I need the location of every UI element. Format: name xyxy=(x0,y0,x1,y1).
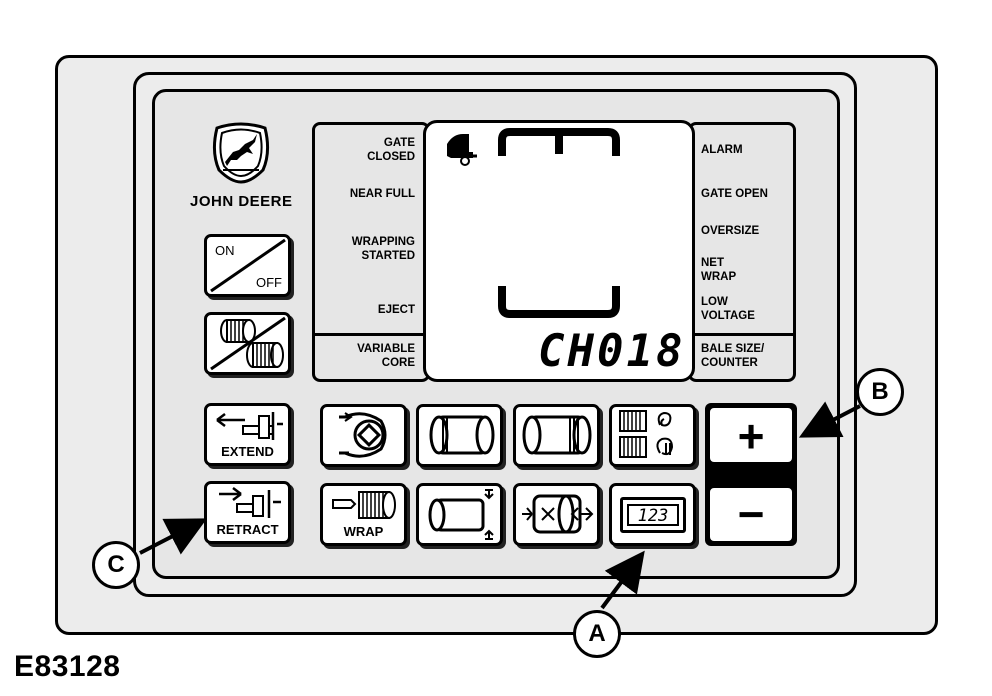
extend-button[interactable]: EXTEND xyxy=(204,403,291,466)
callout-c-arrow xyxy=(139,518,208,555)
label-bale-size-counter: BALE SIZE/COUNTER xyxy=(701,343,765,369)
label-oversize: OVERSIZE xyxy=(701,225,760,237)
bale-chamber-indicator xyxy=(496,126,622,322)
figure-id: E83128 xyxy=(14,650,121,683)
label-near-full: NEAR FULL xyxy=(349,188,415,200)
extend-label: EXTEND xyxy=(221,444,274,459)
right-indicator-labels xyxy=(688,122,796,382)
wrap-label: WRAP xyxy=(343,524,384,539)
bale-width-icon xyxy=(522,494,594,534)
bale-icon xyxy=(429,415,495,455)
left-label-divider xyxy=(315,333,428,336)
retract-label: RETRACT xyxy=(216,522,279,537)
eject-core-icon xyxy=(339,412,387,458)
retract-icon xyxy=(219,487,281,518)
label-alarm: ALARM xyxy=(701,144,743,156)
bale-wide-icon xyxy=(522,415,592,455)
counter-button[interactable]: 123 xyxy=(609,483,696,546)
plus-button[interactable]: + xyxy=(707,405,795,465)
eject-core-button[interactable] xyxy=(320,404,407,467)
bale-width-button[interactable] xyxy=(513,483,600,546)
counter-digits: 123 xyxy=(627,504,679,526)
lcd-readout: CH018 xyxy=(538,326,686,377)
retract-button[interactable]: RETRACT xyxy=(204,481,291,544)
callout-b: B xyxy=(856,368,904,416)
on-label: ON xyxy=(215,243,235,258)
brand-name: JOHN DEERE xyxy=(190,193,293,210)
bale-diameter-button[interactable] xyxy=(416,483,503,546)
john-deere-logo-icon xyxy=(209,122,273,184)
core-select-button[interactable] xyxy=(204,312,291,375)
wrap-icon xyxy=(332,491,396,519)
extend-icon xyxy=(216,412,283,440)
bale-large-button[interactable] xyxy=(513,404,600,467)
label-eject: EJECT xyxy=(377,304,415,316)
callout-c: C xyxy=(92,541,140,589)
label-gate-open: GATE OPEN xyxy=(701,188,768,200)
callout-b-arrow xyxy=(798,401,861,438)
wrap-mode-icon xyxy=(619,410,674,458)
core-select-icon xyxy=(210,316,286,371)
wrap-mode-button[interactable] xyxy=(609,404,696,467)
minus-icon: − xyxy=(737,488,765,540)
minus-button[interactable]: − xyxy=(707,485,795,544)
off-label: OFF xyxy=(256,275,282,290)
right-label-divider xyxy=(691,333,794,336)
baler-icon xyxy=(443,130,479,170)
callout-a: A xyxy=(573,610,621,658)
counter-icon: 123 xyxy=(620,497,686,533)
plus-icon: + xyxy=(737,410,765,462)
on-off-button[interactable]: ON OFF xyxy=(204,234,291,297)
left-indicator-labels xyxy=(312,122,430,382)
wrap-button[interactable]: WRAP xyxy=(320,483,407,546)
bale-diameter-icon xyxy=(428,489,494,540)
callout-a-arrow xyxy=(600,550,645,610)
bale-small-button[interactable] xyxy=(416,404,503,467)
